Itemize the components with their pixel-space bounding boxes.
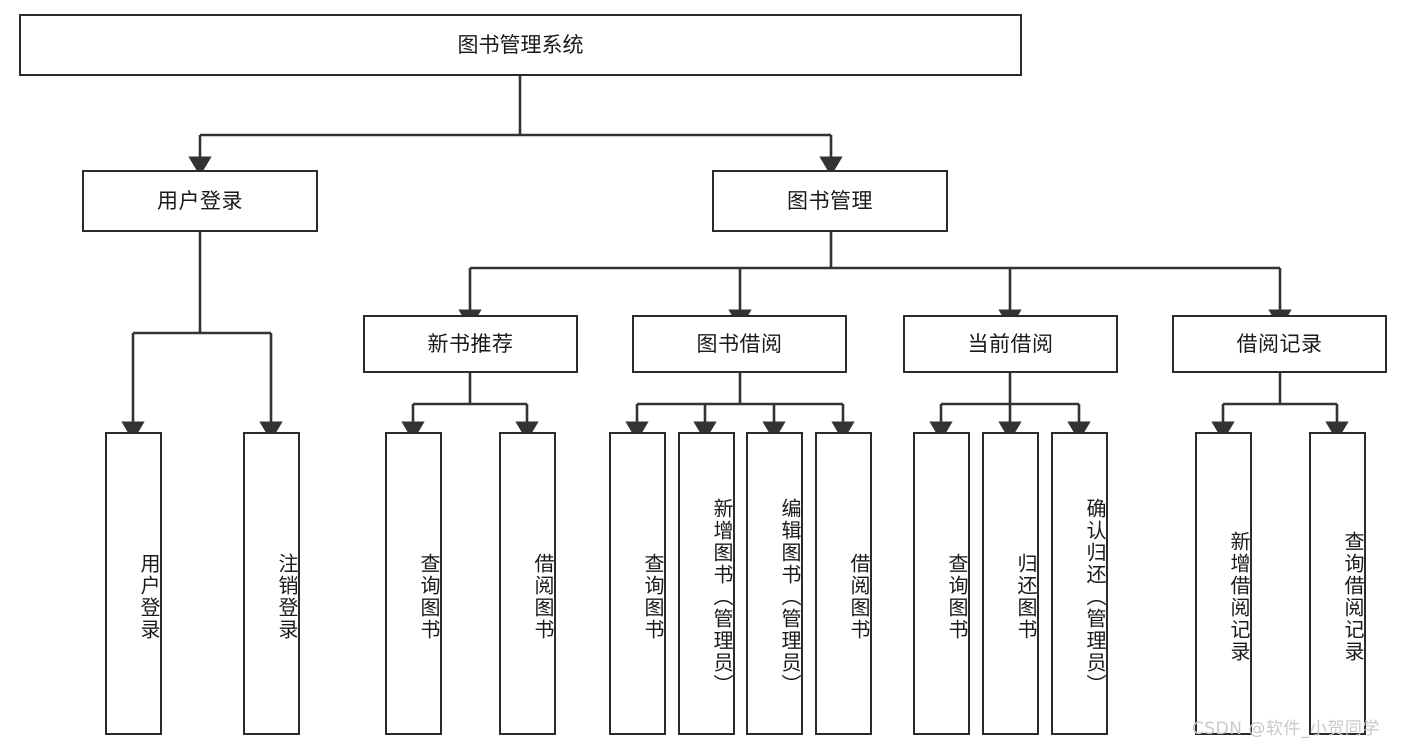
leaf-query-book-2[interactable]: 查询图书 [609,432,666,735]
leaf-borrow-book-1-label: 借阅图书 [531,552,555,641]
leaf-add-record[interactable]: 新增借阅记录 [1195,432,1252,735]
leaf-user-login-label: 用户登录 [137,552,161,641]
leaf-confirm-return-label: 确认归还（管理员） [1083,497,1107,696]
leaf-borrow-book-1[interactable]: 借阅图书 [499,432,556,735]
node-book-borrow-label: 图书借阅 [696,331,783,356]
node-new-book-rec[interactable]: 新书推荐 [363,315,578,373]
leaf-add-record-label: 新增借阅记录 [1227,530,1251,663]
node-book-borrow[interactable]: 图书借阅 [632,315,847,373]
node-book-manage[interactable]: 图书管理 [712,170,948,232]
leaf-add-book-label: 新增图书（管理员） [710,497,734,696]
node-new-book-rec-label: 新书推荐 [427,331,514,356]
node-root-label: 图书管理系统 [457,32,584,57]
node-borrow-record-label: 借阅记录 [1236,331,1323,356]
leaf-borrow-book-2[interactable]: 借阅图书 [815,432,872,735]
leaf-edit-book[interactable]: 编辑图书（管理员） [746,432,803,735]
leaf-confirm-return[interactable]: 确认归还（管理员） [1051,432,1108,735]
node-current-borrow-label: 当前借阅 [967,331,1054,356]
leaf-query-book-1-label: 查询图书 [417,552,441,641]
leaf-query-book-3[interactable]: 查询图书 [913,432,970,735]
leaf-user-logout[interactable]: 注销登录 [243,432,300,735]
leaf-return-book-label: 归还图书 [1014,552,1038,641]
leaf-query-book-1[interactable]: 查询图书 [385,432,442,735]
leaf-query-book-2-label: 查询图书 [641,552,665,641]
leaf-add-book[interactable]: 新增图书（管理员） [678,432,735,735]
leaf-edit-book-label: 编辑图书（管理员） [778,497,802,696]
csdn-watermark: CSDN @软件_小贺同学 [1192,719,1380,739]
node-borrow-record[interactable]: 借阅记录 [1172,315,1387,373]
leaf-query-record[interactable]: 查询借阅记录 [1309,432,1366,735]
leaf-user-logout-label: 注销登录 [275,552,299,641]
leaf-borrow-book-2-label: 借阅图书 [847,552,871,641]
node-book-manage-label: 图书管理 [787,188,873,213]
node-user-login[interactable]: 用户登录 [82,170,318,232]
leaf-user-login[interactable]: 用户登录 [105,432,162,735]
leaf-query-book-3-label: 查询图书 [945,552,969,641]
leaf-return-book[interactable]: 归还图书 [982,432,1039,735]
node-root[interactable]: 图书管理系统 [19,14,1022,76]
node-current-borrow[interactable]: 当前借阅 [903,315,1118,373]
leaf-query-record-label: 查询借阅记录 [1341,530,1365,663]
node-user-login-label: 用户登录 [157,188,243,213]
